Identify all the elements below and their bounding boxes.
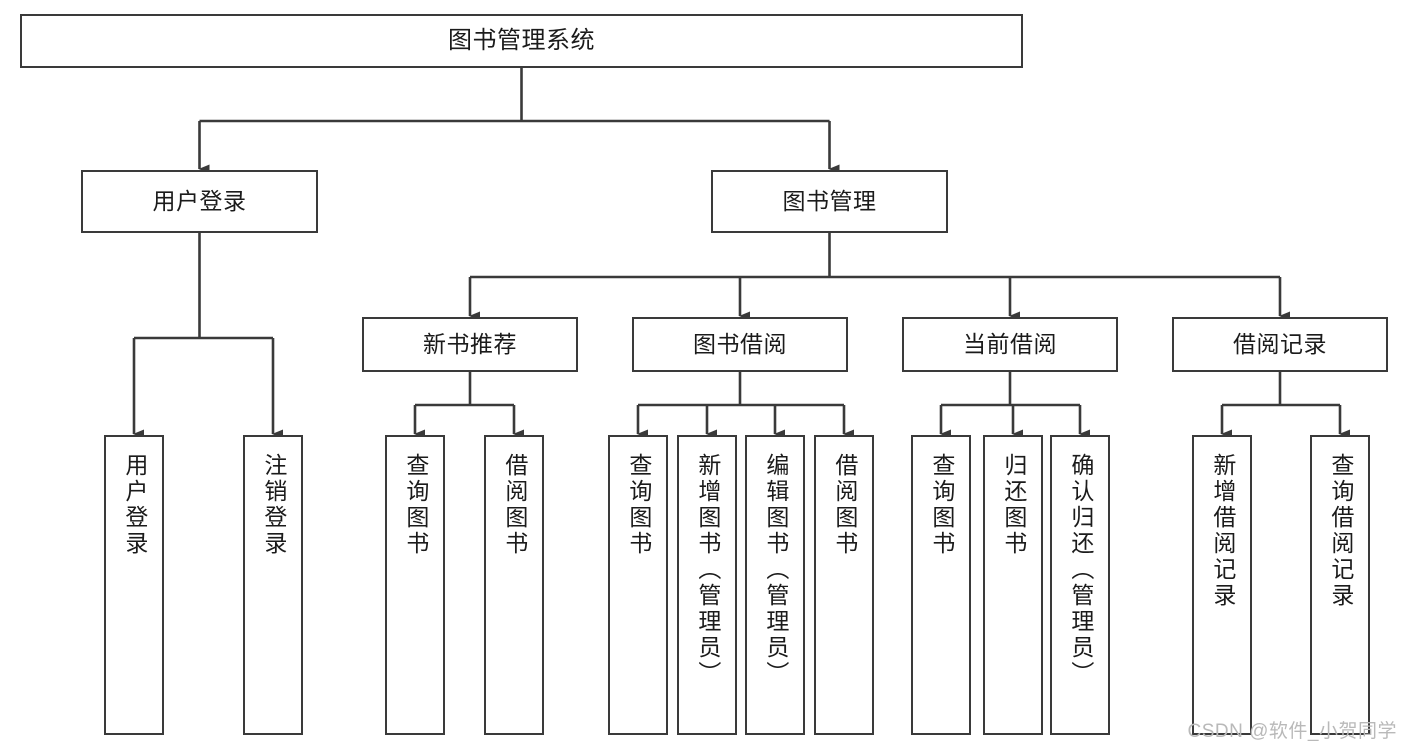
leaf-newbook-query-book[interactable]: 查询图书 xyxy=(385,435,445,735)
watermark: CSDN @软件_小贺同学 xyxy=(1187,721,1397,742)
leaf-user-login[interactable]: 用户登录 xyxy=(104,435,164,735)
node-label: 当前借阅 xyxy=(963,330,1057,357)
node-label: 新书推荐 xyxy=(423,330,517,357)
leaf-current-return-book[interactable]: 归还图书 xyxy=(983,435,1043,735)
node-label: 查询借阅记录 xyxy=(1327,453,1354,609)
node-label: 图书管理系统 xyxy=(448,26,595,54)
node-borrow-records[interactable]: 借阅记录 xyxy=(1172,317,1388,372)
node-label: 查询图书 xyxy=(402,453,429,557)
leaf-records-query-record[interactable]: 查询借阅记录 xyxy=(1310,435,1370,735)
node-label: 借阅图书 xyxy=(501,453,528,557)
leaf-records-add-record[interactable]: 新增借阅记录 xyxy=(1192,435,1252,735)
node-label: 查询图书 xyxy=(928,453,955,557)
leaf-borrow-query-book[interactable]: 查询图书 xyxy=(608,435,668,735)
leaf-borrow-borrow-book[interactable]: 借阅图书 xyxy=(814,435,874,735)
leaf-current-confirm-return[interactable]: 确认归还（管理员） xyxy=(1050,435,1110,735)
node-label: 借阅图书 xyxy=(831,453,858,557)
node-label: 注销登录 xyxy=(260,453,287,557)
node-label: 图书管理 xyxy=(782,187,877,214)
node-label: 确认归还（管理员） xyxy=(1067,453,1094,687)
leaf-borrow-edit-book[interactable]: 编辑图书（管理员） xyxy=(745,435,805,735)
node-label: 图书借阅 xyxy=(693,330,787,357)
node-current-borrow[interactable]: 当前借阅 xyxy=(902,317,1118,372)
leaf-user-logout[interactable]: 注销登录 xyxy=(243,435,303,735)
node-label: 编辑图书（管理员） xyxy=(762,453,789,687)
node-user-login[interactable]: 用户登录 xyxy=(81,170,318,233)
node-book-borrow[interactable]: 图书借阅 xyxy=(632,317,848,372)
node-new-book-recommend[interactable]: 新书推荐 xyxy=(362,317,578,372)
node-label: 新增借阅记录 xyxy=(1209,453,1236,609)
node-label: 查询图书 xyxy=(625,453,652,557)
node-label: 借阅记录 xyxy=(1233,330,1327,357)
node-label: 新增图书（管理员） xyxy=(694,453,721,687)
leaf-current-query-book[interactable]: 查询图书 xyxy=(911,435,971,735)
node-root[interactable]: 图书管理系统 xyxy=(20,14,1023,68)
node-book-management[interactable]: 图书管理 xyxy=(711,170,948,233)
node-label: 归还图书 xyxy=(1000,453,1027,557)
leaf-borrow-add-book[interactable]: 新增图书（管理员） xyxy=(677,435,737,735)
leaf-newbook-borrow-book[interactable]: 借阅图书 xyxy=(484,435,544,735)
node-label: 用户登录 xyxy=(152,187,247,214)
node-label: 用户登录 xyxy=(121,453,148,557)
